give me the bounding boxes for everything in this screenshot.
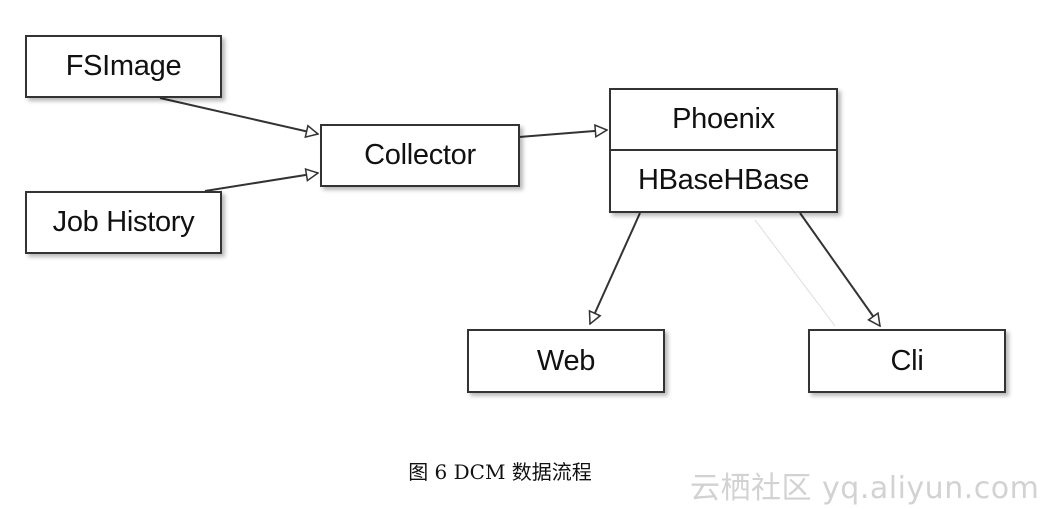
node-hbase: HBaseHBase bbox=[611, 151, 836, 212]
node-phoenix: Phoenix bbox=[611, 90, 836, 151]
node-fsimage-label: FSImage bbox=[65, 50, 182, 82]
arrow-jobhistory-to-collector bbox=[204, 173, 318, 192]
faint-connector-hbase-to-cli bbox=[754, 219, 836, 327]
arrow-fsimage-to-collector bbox=[159, 97, 318, 134]
node-fsimage: FSImage bbox=[25, 35, 222, 98]
node-collector-label: Collector bbox=[364, 139, 476, 171]
node-collector: Collector bbox=[320, 124, 520, 187]
arrow-hbase-to-web bbox=[590, 212, 641, 324]
node-job-history-label: Job History bbox=[52, 206, 195, 238]
node-job-history: Job History bbox=[25, 191, 222, 254]
node-web: Web bbox=[467, 329, 665, 393]
arrow-collector-to-phoenix bbox=[518, 130, 607, 138]
node-cli-label: Cli bbox=[890, 344, 924, 377]
node-phoenix-label: Phoenix bbox=[672, 102, 775, 135]
arrow-hbase-to-cli bbox=[799, 212, 880, 326]
watermark-text: 云栖社区 yq.aliyun.com bbox=[690, 471, 1040, 506]
figure-caption: 图 6 DCM 数据流程 bbox=[408, 460, 592, 484]
node-hbase-label: HBaseHBase bbox=[637, 164, 810, 197]
node-web-label: Web bbox=[536, 344, 596, 377]
node-phoenix-hbase: Phoenix HBaseHBase bbox=[609, 88, 838, 213]
node-cli: Cli bbox=[808, 329, 1006, 393]
